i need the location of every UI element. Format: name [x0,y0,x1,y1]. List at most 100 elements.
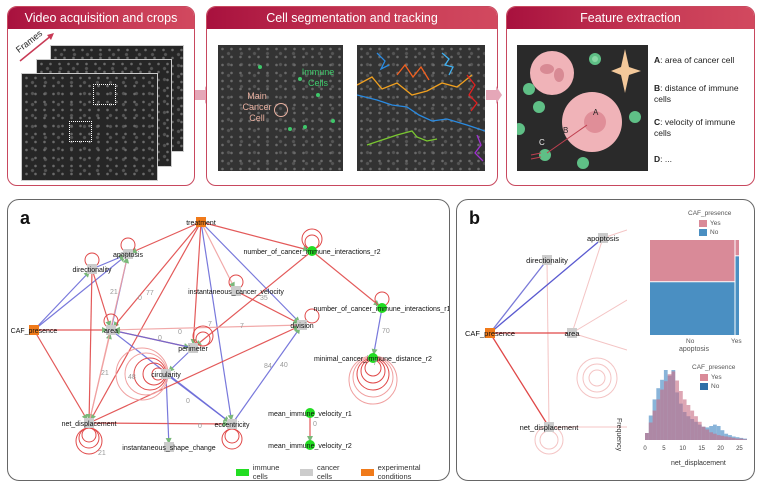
arrow-2-icon [486,86,502,104]
mosaic-cell-no-no [650,282,735,335]
edge [311,250,383,309]
swatch-yes [700,374,708,381]
node-label-directionality: directionality [73,267,112,274]
edge-weight-label: 7 [208,321,212,328]
crop-box-2 [69,121,92,142]
feature-illustration: A B C [513,45,648,171]
hist-xtick: 5 [662,446,666,450]
frames-arrow-icon [19,33,54,62]
hist-bar-yes [682,399,687,440]
edge [88,253,129,424]
node-label-number-of-cancer-immune-interactions-r1: number_of_cancer_immune_interactions_r1 [314,306,449,313]
self-loop [224,428,240,444]
hist-bar-yes [709,432,713,440]
causal-graph-a: treatmentapoptosisdirectionalitynumber_o… [11,217,449,457]
edge-weight-label: 7 [240,323,244,330]
hist-bar-yes [690,410,695,440]
legend-swatch-cancer [300,468,314,476]
hist-bar-yes [731,437,736,440]
mosaic-xtick-no: No [686,338,695,345]
feature-b: B: distance of immune cells [654,83,739,104]
immune-cell-dot [298,77,302,81]
edge-arrowhead [102,327,108,333]
edge [88,324,303,424]
edge-arrowhead [113,326,121,333]
edge-weight-label: 48 [128,374,136,381]
node-label-circularity: circularity [151,372,181,379]
mosaic-legend-no: No [699,229,718,236]
node-marker [231,286,241,296]
node-marker [485,328,495,338]
edge-weight-label: 70 [382,328,390,335]
hist-xtick: 15 [698,446,705,450]
mosaic-xlabel: apoptosis [679,346,709,353]
self-loop [195,331,211,347]
faded-loop [576,357,618,399]
edge-arrowhead [190,338,197,346]
immune-cell-dot [258,65,262,69]
panel-feature-extraction: Feature extraction A B C A: area of canc… [506,6,755,186]
immune-cell-dot [316,93,320,97]
edge [489,259,548,334]
hist-legend-title: CAF_presence [692,364,736,371]
node-marker [29,325,39,335]
panel-cell-segmentation: Cell segmentation and tracking Main Canc… [206,6,498,186]
node-label-perimeter: perimeter [178,346,208,353]
hist-bar-yes [716,435,721,440]
diagram-label-b: B [563,126,568,135]
hist-xtick: 10 [679,446,686,450]
hist-bar-yes [743,439,747,440]
hist-bar-yes [686,405,691,440]
hist-bar-yes [724,436,729,440]
edge-weight-label: 63 [120,252,128,259]
node-marker [123,249,133,259]
legend-label: experimental conditions [377,463,421,481]
main-cancer-cell-marker [274,103,288,117]
legend-label: immune cells [252,463,280,481]
hist-bar-yes [713,433,717,440]
legend-swatch-experimental [360,468,374,476]
hist-bar-yes [739,438,744,440]
node-label-mean-immune-velocity-r2: mean_immune_velocity_r2 [268,443,352,450]
edge-weight-label: 77 [146,290,154,297]
edge [88,268,93,424]
hist-bar-yes [679,391,683,440]
node-label-mean-immune-velocity-r1: mean_immune_velocity_r1 [268,411,352,418]
mosaic-plot [650,240,739,335]
node-marker [377,303,387,313]
faded-loop [582,363,612,393]
legend-label: cancer cells [317,463,340,481]
edge-weight-label: 0 [158,335,162,342]
self-loop [304,308,320,324]
node-label-number-of-cancer-immune-interactions-r2: number_of_cancer_immune_interactions_r2 [244,249,381,256]
immune-cell-dot [303,125,307,129]
node-marker [598,233,608,243]
swatch-yes [699,220,707,227]
node-label-apoptosis: apoptosis [587,234,619,243]
edge [200,221,237,292]
hist-bar-yes [705,429,710,440]
hist-bar-yes [675,380,679,440]
swatch-no [700,383,708,390]
faded-loop [588,369,606,387]
hist-bar-yes [735,438,740,440]
edge-weight-label: 40 [280,362,288,369]
node-label-instantaneous-shape-change: instantaneous_shape_change [122,445,216,452]
mosaic-legend-title: CAF_presence [688,210,732,217]
edge [235,290,303,326]
mosaic-legend-yes: Yes [699,220,721,227]
hist-bar-yes [648,422,653,440]
feature-d: D: ... [654,154,672,164]
node-marker [188,343,198,353]
edge-weight-label: 21 [101,370,109,377]
hist-bar-yes [671,371,676,440]
feature-c: C: velocity of immune cells [654,117,736,138]
hist-bar-yes [660,389,664,440]
hist-bar-no [713,424,717,440]
hist-xtick: 25 [736,446,743,450]
edge-weight-label: 0 [313,421,317,428]
node-label-CAF-presence: CAF_presence [465,329,515,338]
edge [110,329,194,349]
